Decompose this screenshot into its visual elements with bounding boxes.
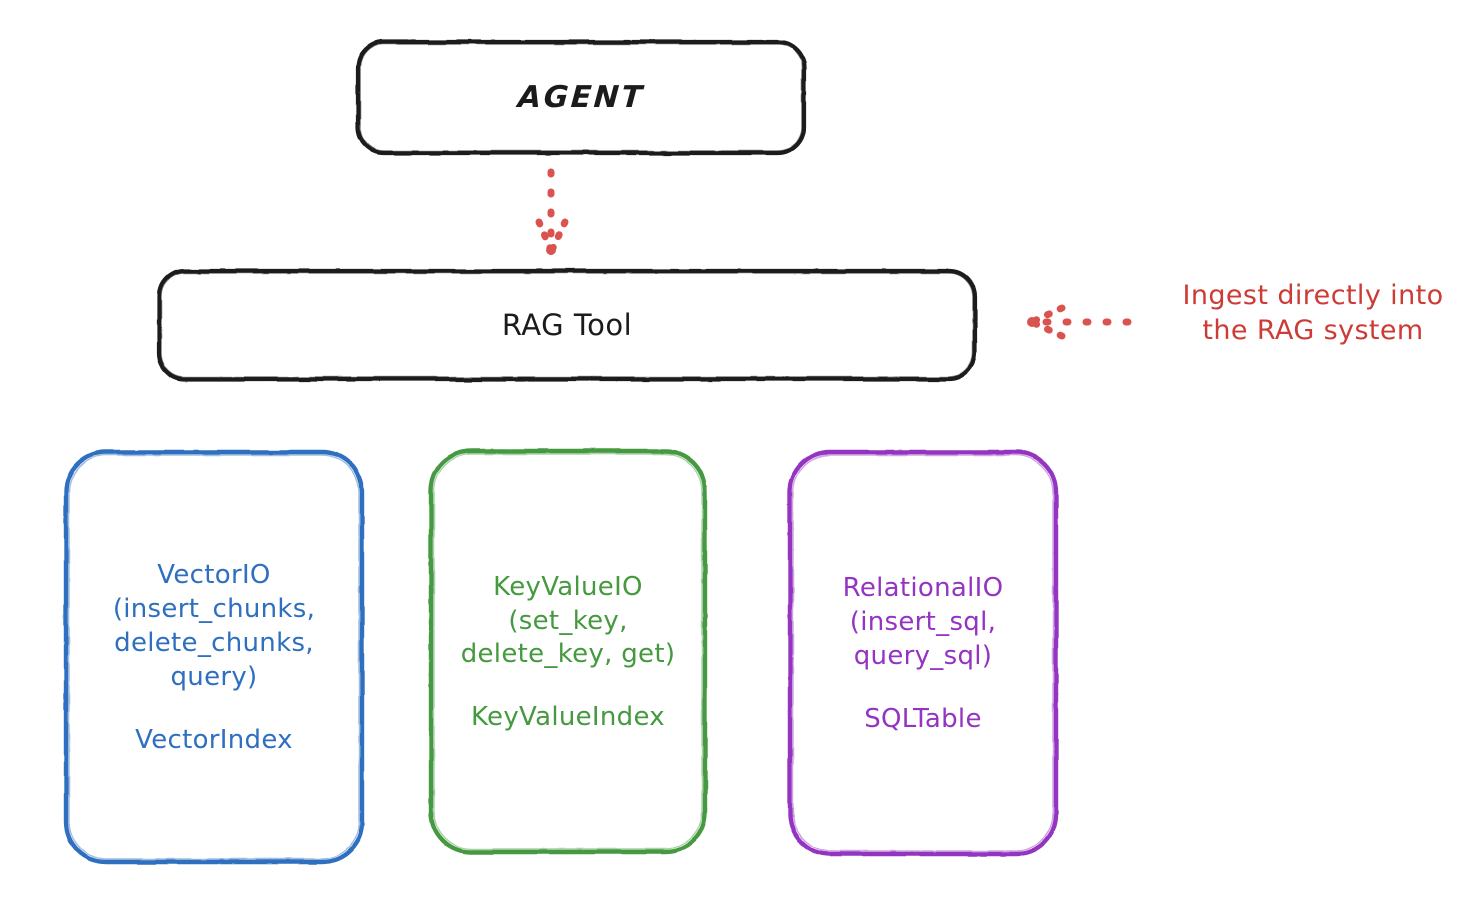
node-key-value-io[interactable]: KeyValueIO (set_key, delete_key, get) Ke… [428, 449, 708, 854]
node-key-value-io-label: KeyValueIO (set_key, delete_key, get) [460, 571, 676, 670]
vector-io-box-outline [63, 449, 365, 865]
node-key-value-io-sublabel: KeyValueIndex [470, 702, 665, 733]
node-vector-io[interactable]: VectorIO (insert_chunks, delete_chunks, … [63, 450, 365, 864]
node-vector-io-label: VectorIO (insert_chunks, delete_chunks, … [112, 560, 316, 692]
node-relational-io[interactable]: RelationalIO (insert_sql, query_sql) SQL… [787, 450, 1059, 856]
annotation-ingest-note: Ingest directly into the RAG system [1182, 280, 1444, 347]
key-value-io-box-outline [428, 448, 708, 855]
node-vector-io-sublabel: VectorIndex [135, 724, 293, 755]
agent-box-outline [355, 39, 807, 156]
edge-ingest-to-rag-tool [1027, 304, 1132, 340]
node-rag-tool-label: RAG Tool [501, 307, 633, 342]
node-relational-io-sublabel: SQLTable [864, 703, 982, 734]
node-relational-io-label: RelationalIO (insert_sql, query_sql) [842, 573, 1004, 671]
node-rag-tool[interactable]: RAG Tool [157, 269, 977, 381]
edge-agent-to-rag-tool [535, 168, 569, 255]
node-agent[interactable]: AGENT [356, 40, 806, 155]
relational-io-box-outline [787, 449, 1059, 857]
node-agent-label: AGENT [516, 79, 646, 115]
rag-tool-box-outline [156, 268, 978, 382]
